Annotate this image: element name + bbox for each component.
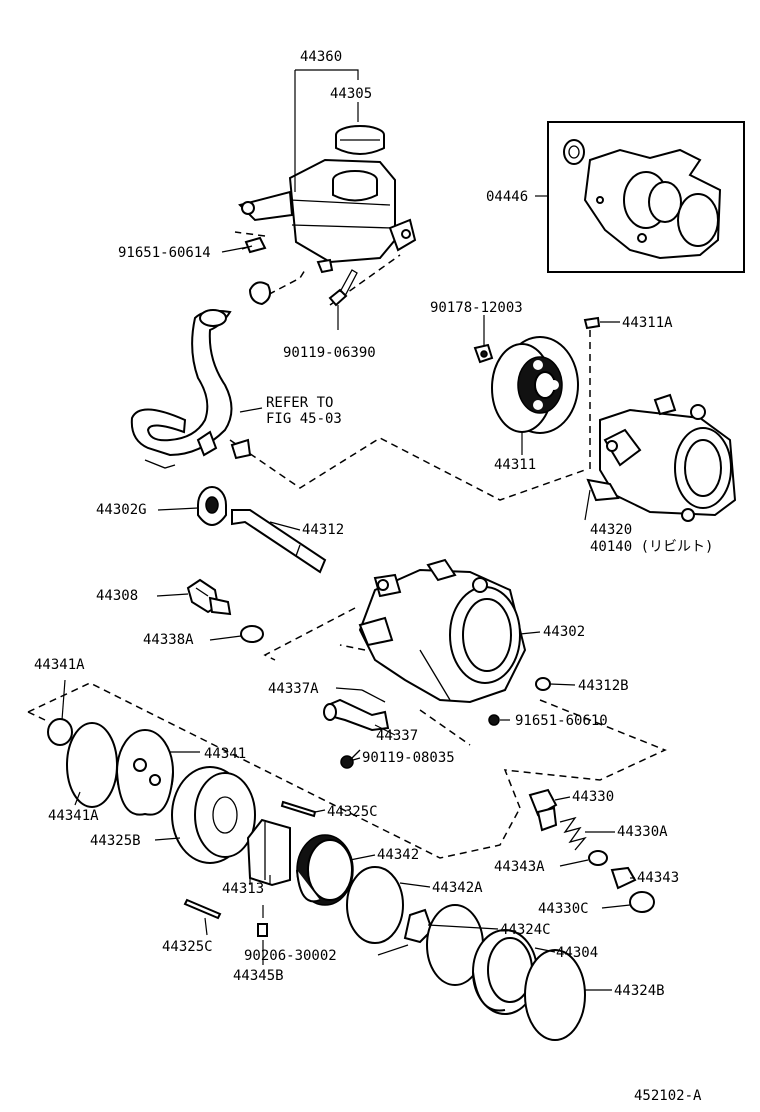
label-40140: 40140 (リビルト) <box>590 539 713 555</box>
pin-44325C-bottom <box>183 898 222 920</box>
label-44330C: 44330C <box>538 901 589 917</box>
oring-44341A-top <box>47 718 73 746</box>
plug-44343 <box>610 866 637 890</box>
pressure-plate-44342 <box>296 834 354 906</box>
key-44311A <box>583 316 601 330</box>
label-44325C-top: 44325C <box>327 804 378 820</box>
fitting-44337 <box>323 698 390 732</box>
rotor-44313 <box>246 818 291 887</box>
cover-44304 <box>472 929 538 1015</box>
spring-44330A <box>559 816 587 851</box>
label-44308: 44308 <box>96 588 138 604</box>
label-44337: 44337 <box>376 728 418 744</box>
cam-ring-44325B <box>171 766 256 864</box>
oring-44342A <box>346 866 404 944</box>
side-plate-44341 <box>116 729 174 816</box>
pulley-44311 <box>491 336 579 434</box>
label-44311: 44311 <box>494 457 536 473</box>
pump-assembly-44320 <box>586 393 737 522</box>
snap-ring-44324C <box>403 908 434 944</box>
nut-90178-12003 <box>473 343 494 364</box>
label-44324B: 44324B <box>614 983 665 999</box>
figure-code: 452102-A <box>634 1088 702 1104</box>
label-44341A-top: 44341A <box>34 657 85 673</box>
valve-44308 <box>186 578 232 616</box>
label-44305: 44305 <box>330 86 372 102</box>
label-refer-to-line1: REFER TO <box>266 395 333 411</box>
label-91651-60614: 91651-60614 <box>118 245 211 261</box>
label-90206-30002: 90206-30002 <box>244 948 337 964</box>
label-44342A: 44342A <box>432 880 483 896</box>
label-44312: 44312 <box>302 522 344 538</box>
label-44320: 44320 <box>590 522 632 538</box>
label-44343: 44343 <box>637 870 679 886</box>
pin-44325C-top <box>280 800 317 818</box>
seal-44341A-bottom <box>66 722 118 808</box>
label-44304: 44304 <box>556 945 598 961</box>
bolt-91651-60614 <box>241 236 267 254</box>
label-44338A: 44338A <box>143 632 194 648</box>
label-44341A-bottom: 44341A <box>48 808 99 824</box>
label-44337A: 44337A <box>268 681 319 697</box>
label-44311A: 44311A <box>622 315 673 331</box>
label-refer-to-line2: FIG 45-03 <box>266 411 342 427</box>
label-44343A: 44343A <box>494 859 545 875</box>
label-90119-08035: 90119-08035 <box>362 750 455 766</box>
label-44312B: 44312B <box>578 678 629 694</box>
oring-44343A <box>588 850 608 866</box>
label-44330A: 44330A <box>617 824 668 840</box>
pin-44337A <box>361 689 386 703</box>
reservoir-cap <box>335 125 385 155</box>
reservoir-tank <box>238 158 417 274</box>
part-labels: 44360 44305 04446 91651-60614 90178-1200… <box>34 49 713 1104</box>
leader-lines <box>61 69 635 991</box>
label-44313: 44313 <box>222 881 264 897</box>
label-44360: 44360 <box>300 49 342 65</box>
label-44302G: 44302G <box>96 502 147 518</box>
housing-44302 <box>358 558 527 704</box>
label-44345B: 44345B <box>233 968 284 984</box>
bolt-90119-08035 <box>340 749 361 769</box>
bearing-44302G <box>197 486 227 526</box>
flow-valve-44330 <box>528 788 558 832</box>
snap-ring-44330C <box>629 891 655 913</box>
label-91651-60610: 91651-60610 <box>515 713 608 729</box>
bolt-90119-06390 <box>328 269 358 307</box>
label-44330: 44330 <box>572 789 614 805</box>
label-90178-12003: 90178-12003 <box>430 300 523 316</box>
bolt-91651-60610 <box>488 714 500 726</box>
clip-44312B <box>535 677 551 691</box>
snap-ring-44324B <box>524 949 586 1041</box>
hose-clamp-upper <box>248 281 271 306</box>
shaft-44312 <box>231 509 327 574</box>
oring-44338A <box>240 625 264 643</box>
label-44342: 44342 <box>377 847 419 863</box>
label-44341: 44341 <box>204 746 246 762</box>
label-44325B: 44325B <box>90 833 141 849</box>
return-hose <box>130 309 252 469</box>
label-44325C-bottom: 44325C <box>162 939 213 955</box>
label-44324C: 44324C <box>500 922 551 938</box>
gasket-kit-box <box>547 121 745 273</box>
label-90119-06390: 90119-06390 <box>283 345 376 361</box>
label-04446: 04446 <box>486 189 528 205</box>
vane-44345B <box>257 923 268 937</box>
label-44302: 44302 <box>543 624 585 640</box>
